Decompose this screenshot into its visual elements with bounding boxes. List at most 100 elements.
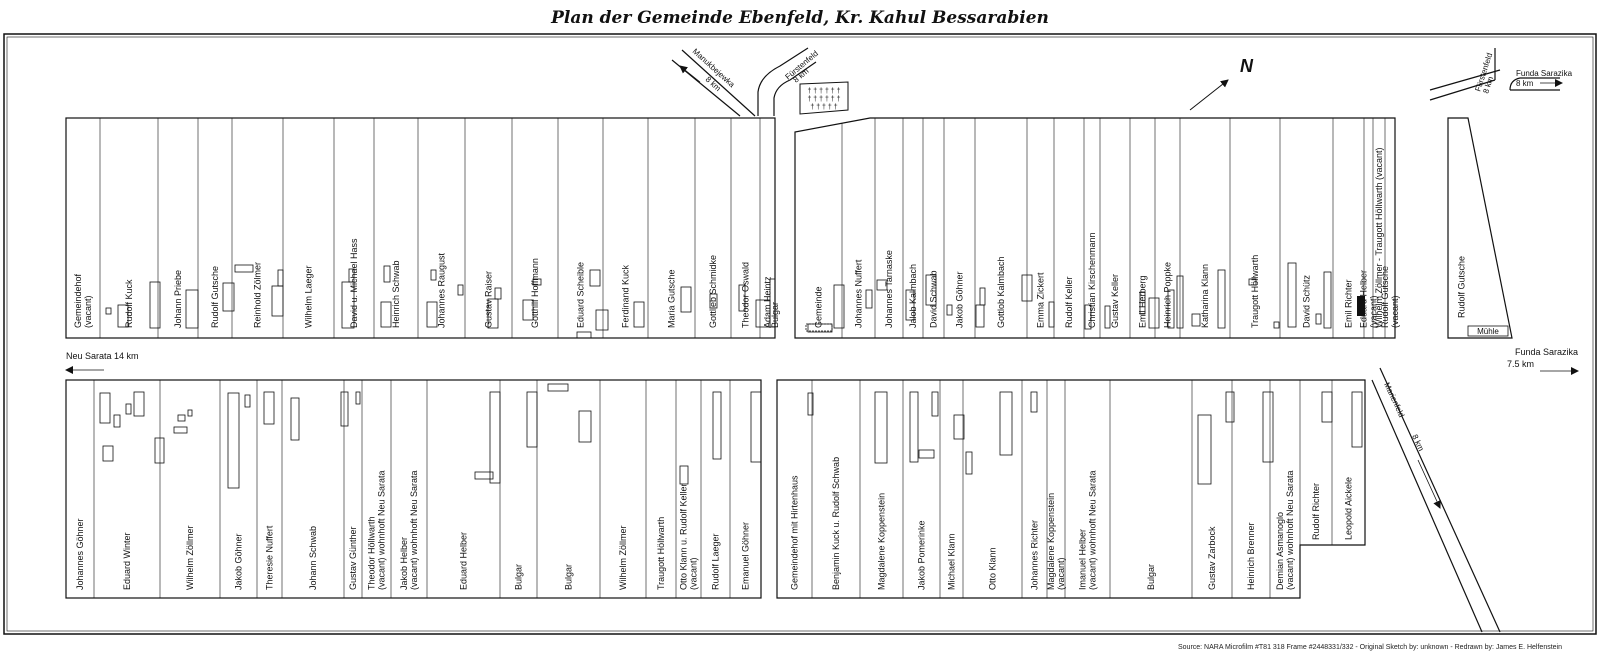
lot-label: Eduard Scheible xyxy=(576,262,586,328)
lot-label-line: Bulgar xyxy=(564,564,574,590)
source-credit: Source: NARA Microfilm #T81 318 Frame #2… xyxy=(1177,644,1562,651)
outer-frame xyxy=(3,33,1597,635)
lot-label: Heinrich Brenner xyxy=(1246,522,1256,590)
lot-label: Emil Herberg xyxy=(1138,275,1148,328)
lot-label: Traugott Höllwarth xyxy=(656,517,666,590)
lot-label-line: Johannes Nuffert xyxy=(854,259,864,328)
lot-label-line: Gottlieb Schmidke xyxy=(708,255,718,328)
lot-label: Leopold Aickele xyxy=(1344,477,1354,540)
lot-label-line: Adam Heintz xyxy=(763,276,773,328)
north-symbol: N xyxy=(1240,56,1254,76)
road-fuerstenfeld-top xyxy=(757,47,817,116)
lot-label: Imanuel Helber(vacant) wohnhoft Neu Sara… xyxy=(1078,470,1098,590)
lot-label: Theresie Nuffert xyxy=(265,525,275,590)
lot-label-line: Bulgar xyxy=(514,564,524,590)
muehle-label: Mühle xyxy=(1477,327,1499,336)
lot-label-line: Bulgar xyxy=(1146,564,1156,590)
lot-label-line: Theodor Oswald xyxy=(741,262,751,328)
lot-label: Wilhelm Zöllmer - Traugott Höllwarth (va… xyxy=(1374,147,1384,328)
north-arrow: N xyxy=(1189,56,1254,111)
lot-label: Heinrich Poppke xyxy=(1163,262,1173,328)
lot-label: Eduard Helber xyxy=(459,532,469,590)
lot-label: Jalob Kalmbach xyxy=(908,264,918,328)
lot-label-line: Theodor Höllwarth xyxy=(367,516,377,590)
lot-label: Otto Klann xyxy=(988,547,998,590)
road-neu-sarata-label: Neu Sarata 14 km xyxy=(66,351,139,361)
lot-label: Theodor Höllwarth(vacant) wohnhoft Neu S… xyxy=(367,470,387,590)
lot-label: Gustav Zarbock xyxy=(1207,526,1217,590)
lot-label: Maria Gutsche xyxy=(667,269,677,328)
lot-label-line: Jakob Göhner xyxy=(955,271,965,328)
lot-label: Rudolf Gutsche(vacant) xyxy=(1380,266,1400,328)
lot-label-line: Otto Klann xyxy=(988,547,998,590)
lot-label-line: Gemeinde xyxy=(814,286,824,328)
lot-label: Magdalene Koppenstein(vacant) xyxy=(1046,493,1066,590)
lot-label: Reinhold Zölmer xyxy=(253,262,263,328)
lot-label-line: Wilhelm Zöllmer xyxy=(185,525,195,590)
lot-label: Wilhelm Laeger xyxy=(304,265,314,328)
lot-label: Katharina Klann xyxy=(1200,264,1210,328)
lot-label: Heinrich Schwab xyxy=(391,260,401,328)
lot-label: Demian Asmanoglo(vacant) wohnhoft Neu Sa… xyxy=(1275,470,1295,590)
lot-label: Bulgar xyxy=(1146,564,1156,590)
lot-label-line: Emil Herberg xyxy=(1138,275,1148,328)
lot-label: Jakob Pomerinke xyxy=(917,520,927,590)
lot-label-line: Imanuel Helber xyxy=(1078,529,1088,590)
lot-label: Johannes Tarnaske xyxy=(884,250,894,328)
lot-label-line: (vacant) wohnhoft Neu Sarata xyxy=(1285,470,1295,590)
lot-label: David Schwab xyxy=(929,270,939,328)
lot-label-line: Gustav Günther xyxy=(348,526,358,590)
lot-label: Johannes Göhner xyxy=(75,518,85,590)
lot-label-line: Theresie Nuffert xyxy=(265,525,275,590)
lot-label: Rudolf Richter xyxy=(1311,483,1321,540)
lot-label-line: (vacant) xyxy=(83,295,93,328)
lot-label-line: Johann Schwab xyxy=(308,526,318,590)
road-funda-top-label: Funda Sarazika xyxy=(1516,69,1573,78)
lot-label: Wilhelm Zöllmer xyxy=(618,525,628,590)
lot-label: Johannes Nuffert xyxy=(854,259,864,328)
lot-label-line: Gustav Zarbock xyxy=(1207,526,1217,590)
lot-label-line: Heinrich Brenner xyxy=(1246,522,1256,590)
lot-label-line: Gustav Raiser xyxy=(484,271,494,328)
road-manukbejewka-arrow xyxy=(679,65,701,83)
road-marienfeld-arrow xyxy=(1417,459,1441,509)
lot-label: Magdalene Koppenstein xyxy=(877,493,887,590)
lot-label-line: Eduard Helber xyxy=(459,532,469,590)
lot-label: Johannes Raugust xyxy=(437,252,447,328)
lot-label-line: Jakob Helber xyxy=(399,537,409,590)
lot-label-line: Eduard Scheible xyxy=(576,262,586,328)
lot-label: Rudolf Gutsche xyxy=(1457,256,1467,318)
lot-label: Jakob Helber(vacant) wohnhoft Neu Sarata xyxy=(399,470,419,590)
lot-label-line: Rudolf Kuck xyxy=(124,279,134,328)
lot-label-line: Otto Klann u. Rudolf Keller xyxy=(679,483,689,590)
building-marks xyxy=(99,262,1363,489)
lot-label-line: Ferdinand Kuck xyxy=(621,264,631,328)
building-marks-filled xyxy=(1357,296,1365,316)
lot-label-line: Leopold Aickele xyxy=(1344,477,1354,540)
lot-dividers xyxy=(93,118,1386,598)
lot-label: Johann Priebe xyxy=(173,270,183,328)
lot-label: Gottlieb Schmidke xyxy=(708,255,718,328)
lot-label-line: (vacant) wohnhoft Neu Sarata xyxy=(409,470,419,590)
map-title: Plan der Gemeinde Ebenfeld, Kr. Kahul Be… xyxy=(551,8,1049,28)
lot-label: Otto Klann u. Rudolf Keller(vacant) xyxy=(679,483,699,590)
lot-label-line: Christian Kirschenmann xyxy=(1087,232,1097,328)
lot-label-line: (vacant) xyxy=(1056,557,1066,590)
lot-label-line: (vacant) xyxy=(1369,295,1379,328)
lot-label: Gemeindehof(vacant) xyxy=(73,273,93,328)
lot-label-line: Maria Gutsche xyxy=(667,269,677,328)
lot-label: Wilhelm Zöllmer xyxy=(185,525,195,590)
lot-label: Gotthilf Hoffmann xyxy=(530,258,540,328)
lot-label-line: (vacant) xyxy=(689,557,699,590)
muehle-box xyxy=(1467,325,1509,337)
lot-label-line: Emil Richter xyxy=(1344,279,1354,328)
gemeinde-building xyxy=(805,323,833,332)
lot-label: David Schütz xyxy=(1302,274,1312,328)
svg-text:† † † † † †: † † † † † † xyxy=(807,96,840,103)
lot-label-line: Heinrich Schwab xyxy=(391,260,401,328)
lot-label-line: Eduard Winter xyxy=(122,532,132,590)
lot-label: Emil Richter xyxy=(1344,279,1354,328)
lot-label-line: Johannes Richter xyxy=(1030,520,1040,590)
lot-label: Bulgar xyxy=(564,564,574,590)
